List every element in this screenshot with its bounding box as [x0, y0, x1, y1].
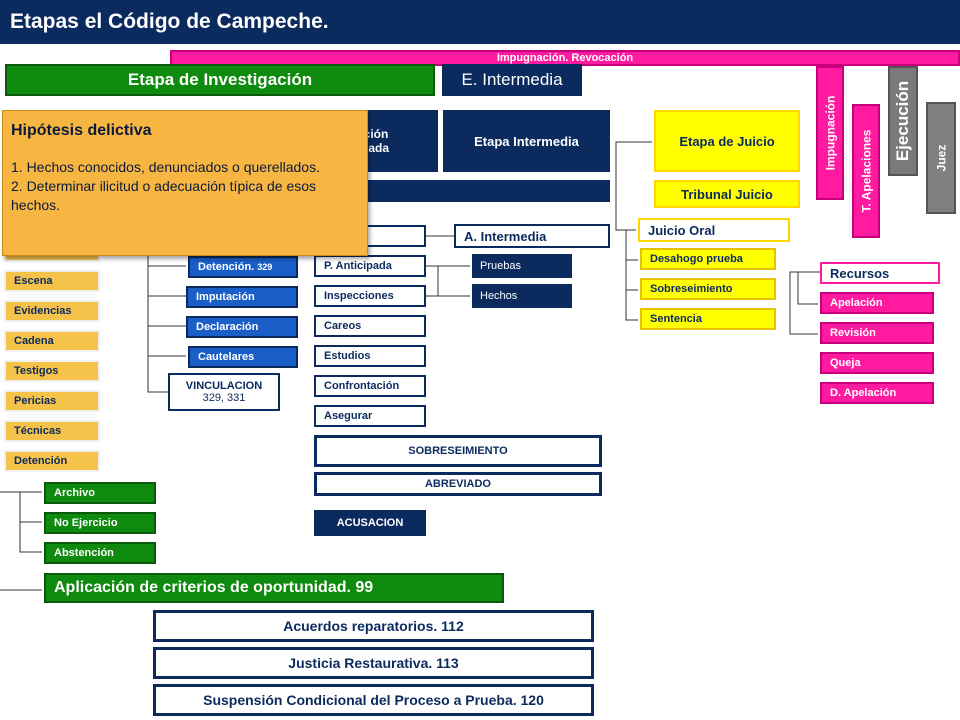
- declaracion-box: Declaración: [186, 316, 298, 338]
- sobreseimiento-juicio-box: Sobreseimiento: [640, 278, 776, 300]
- vinculacion-box: VINCULACION 329, 331: [168, 373, 280, 411]
- tooltip-title: Hipótesis delictiva: [11, 122, 152, 139]
- juicio-oral-box: Juicio Oral: [638, 218, 790, 242]
- abreviado-box: ABREVIADO: [314, 472, 602, 496]
- a-intermedia-box: A. Intermedia: [454, 224, 610, 248]
- detencion-329-box: Detención. 329: [188, 256, 298, 278]
- tribunal-juicio-box: Tribunal Juicio: [654, 180, 800, 208]
- abstencion-box: Abstención: [44, 542, 156, 564]
- revision-box: Revisión: [820, 322, 934, 344]
- apelaciones-vertical: T. Apelaciones: [852, 104, 880, 238]
- escena-box: Escena: [4, 270, 100, 292]
- etapa-juicio-box: Etapa de Juicio: [654, 110, 800, 172]
- tooltip-line-1: 1. Hechos conocidos, denunciados o quere…: [11, 159, 320, 175]
- apelaciones-vertical-label: T. Apelaciones: [859, 129, 874, 213]
- acusacion-box: ACUSACION: [314, 510, 426, 536]
- vinculacion-articles: 329, 331: [202, 392, 246, 404]
- detencion-number: 329: [257, 262, 273, 272]
- hechos-box: Hechos: [472, 284, 572, 308]
- queja-box: Queja: [820, 352, 934, 374]
- careos-box: Careos: [314, 315, 426, 337]
- archivo-box: Archivo: [44, 482, 156, 504]
- cadena-box: Cadena: [4, 330, 100, 352]
- ejecucion-vertical: Ejecución: [888, 66, 918, 176]
- e-intermedia-header: E. Intermedia: [442, 64, 582, 96]
- no-ejercicio-box: No Ejercicio: [44, 512, 156, 534]
- detencion-label: Detención.: [198, 261, 255, 273]
- inspecciones-box: Inspecciones: [314, 285, 426, 307]
- ejecucion-vertical-label: Ejecución: [893, 80, 912, 162]
- imputacion-box: Imputación: [186, 286, 298, 308]
- pericias-box: Pericias: [4, 390, 100, 412]
- juez-vertical-label: Juez: [934, 144, 948, 172]
- impugnacion-vertical: Impugnación: [816, 66, 844, 200]
- d-apelacion-box: D. Apelación: [820, 382, 934, 404]
- intermedia-bar: [300, 180, 610, 202]
- confrontacion-box: Confrontación: [314, 375, 426, 397]
- page-title: Etapas el Código de Campeche.: [0, 0, 960, 44]
- p-anticipada-box: P. Anticipada: [314, 255, 426, 277]
- apelacion-box: Apelación: [820, 292, 934, 314]
- cautelares-box: Cautelares: [188, 346, 298, 368]
- vinculacion-label: VINCULACION: [185, 380, 263, 392]
- sentencia-box: Sentencia: [640, 308, 776, 330]
- pruebas-box: Pruebas: [472, 254, 572, 278]
- estudios-box: Estudios: [314, 345, 426, 367]
- hipotesis-tooltip: Hipótesis delictiva 1. Hechos conocidos,…: [2, 110, 368, 256]
- suspension-condicional-box: Suspensión Condicional del Proceso a Pru…: [153, 684, 594, 716]
- sobreseimiento-box: SOBRESEIMIENTO: [314, 435, 602, 467]
- etapa-investigacion-header: Etapa de Investigación: [5, 64, 435, 96]
- juez-vertical: Juez: [926, 102, 956, 214]
- desahogo-prueba-box: Desahogo prueba: [640, 248, 776, 270]
- etapa-intermedia-box: Etapa Intermedia: [443, 110, 610, 172]
- detencion-box: Detención: [4, 450, 100, 472]
- tecnicas-box: Técnicas: [4, 420, 100, 442]
- impugnacion-vertical-label: Impugnación: [823, 95, 838, 171]
- asegurar-box: Asegurar: [314, 405, 426, 427]
- acuerdos-reparatorios-box: Acuerdos reparatorios. 112: [153, 610, 594, 642]
- testigos-box: Testigos: [4, 360, 100, 382]
- evidencias-box: Evidencias: [4, 300, 100, 322]
- criterios-oportunidad-box: Aplicación de criterios de oportunidad. …: [44, 573, 504, 603]
- recursos-box: Recursos: [820, 262, 940, 284]
- justicia-restaurativa-box: Justicia Restaurativa. 113: [153, 647, 594, 679]
- tooltip-line-2: 2. Determinar ilicitud o adecuación típi…: [11, 178, 317, 213]
